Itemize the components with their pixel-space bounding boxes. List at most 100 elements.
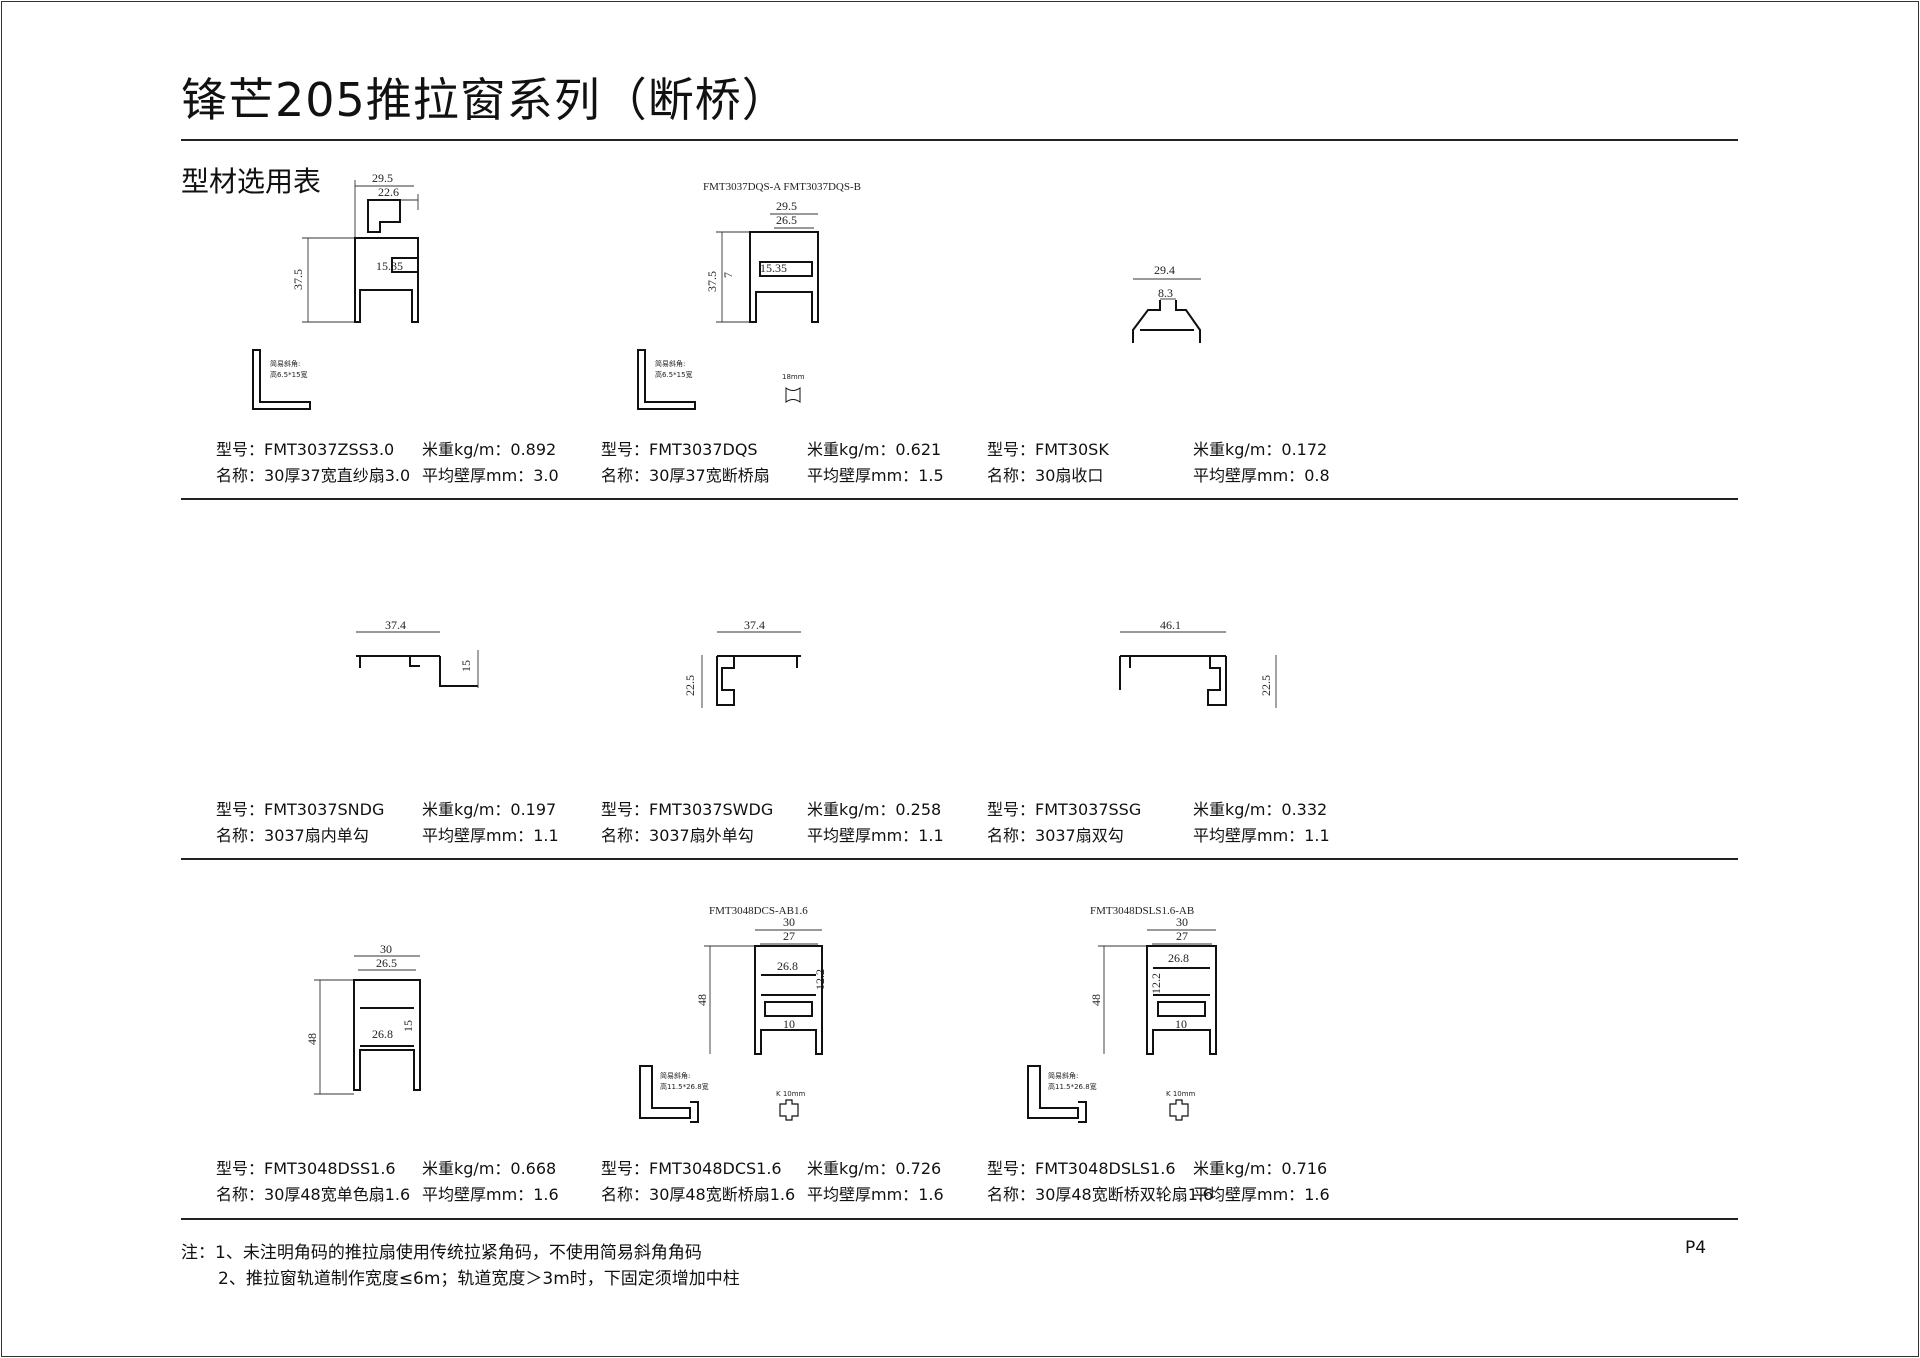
field-caption: 米重kg/m：	[1193, 800, 1282, 819]
field-value: 0.8	[1304, 466, 1330, 485]
dim-label: 30	[783, 915, 795, 929]
name-label: 名称：30厚37宽断桥扇	[601, 462, 770, 486]
dim-label: 15.35	[760, 261, 787, 275]
field-caption: 名称：	[216, 1185, 265, 1204]
dim-label: 22.6	[378, 185, 399, 199]
name-label: 名称：30厚37宽直纱扇3.0	[216, 462, 410, 486]
dim-label: 29.5	[776, 199, 797, 213]
model-label: 型号：FMT3037SNDG	[216, 796, 384, 820]
field-value: 30厚48宽断桥双轮扇1.6	[1035, 1185, 1214, 1204]
dim-label: 12.2	[813, 969, 827, 990]
drawing-header: FMT3048DSLS1.6-AB	[1090, 905, 1194, 917]
field-value: 30厚37宽直纱扇3.0	[264, 466, 411, 485]
dim-label: 37.4	[385, 618, 406, 632]
dim-label: 37.5	[291, 269, 305, 290]
model-label: 型号：FMT3048DSS1.6	[216, 1155, 396, 1179]
field-value: 1.1	[1304, 826, 1330, 845]
corner-note: 高6.5*15宽	[655, 370, 693, 379]
thickness-label: 平均壁厚mm：1.1	[1193, 822, 1330, 846]
corner-note: 简易斜角:	[270, 359, 300, 368]
dim-label: 10	[1175, 1017, 1187, 1031]
field-value: 30厚37宽断桥扇	[649, 466, 770, 485]
profile-drawing-sk: 29.4 8.3	[1132, 263, 1201, 343]
thickness-label: 平均壁厚mm：1.1	[807, 822, 944, 846]
field-caption: 平均壁厚mm：	[422, 1185, 534, 1204]
field-caption: 米重kg/m：	[807, 1159, 896, 1178]
field-caption: 名称：	[987, 466, 1036, 485]
field-value: 0.332	[1281, 800, 1328, 819]
field-value: 0.258	[895, 800, 942, 819]
field-caption: 型号：	[987, 440, 1036, 459]
name-label: 名称：3037扇双勾	[987, 822, 1124, 846]
corner-note: 简易斜角:	[1048, 1071, 1078, 1080]
weight-label: 米重kg/m：0.258	[807, 796, 941, 820]
thickness-label: 平均壁厚mm：1.6	[422, 1181, 559, 1205]
field-value: 1.1	[918, 826, 944, 845]
name-label: 名称：30厚48宽断桥双轮扇1.6	[987, 1181, 1213, 1205]
field-caption: 名称：	[216, 826, 265, 845]
field-value: 1.1	[533, 826, 559, 845]
thickness-label: 平均壁厚mm：1.6	[1193, 1181, 1330, 1205]
field-value: FMT3037SNDG	[264, 800, 385, 819]
dim-label: 10	[783, 1017, 795, 1031]
field-value: FMT3037SWDG	[649, 800, 774, 819]
dim-label: 26.8	[1168, 951, 1189, 965]
thickness-label: 平均壁厚mm：3.0	[422, 462, 559, 486]
dim-label: 8.3	[1158, 286, 1173, 300]
field-value: 0.668	[510, 1159, 557, 1178]
dim-label: 15.35	[376, 259, 403, 273]
profile-drawing-dsls: FMT3048DSLS1.6-AB 30 27 48 26.8 12.2 10 …	[1027, 905, 1217, 1123]
field-caption: 平均壁厚mm：	[1193, 826, 1305, 845]
thickness-label: 平均壁厚mm：0.8	[1193, 462, 1330, 486]
strip-note: K 10mm	[1166, 1090, 1196, 1098]
dim-label: 48	[695, 994, 709, 1006]
corner-note: 高11.5*26.8宽	[660, 1082, 709, 1091]
field-caption: 型号：	[216, 440, 265, 459]
field-value: FMT3048DSS1.6	[264, 1159, 396, 1178]
thickness-label: 平均壁厚mm：1.6	[807, 1181, 944, 1205]
name-label: 名称：30扇收口	[987, 462, 1103, 486]
field-caption: 米重kg/m：	[1193, 1159, 1282, 1178]
field-value: 3037扇双勾	[1035, 826, 1124, 845]
weight-label: 米重kg/m：0.668	[422, 1155, 556, 1179]
note-1: 注：1、未注明角码的推拉扇使用传统拉紧角码，不使用简易斜角角码	[181, 1243, 702, 1263]
page-number: P4	[1685, 1238, 1707, 1258]
field-caption: 米重kg/m：	[422, 1159, 511, 1178]
corner-note: 高11.5*26.8宽	[1048, 1082, 1097, 1091]
name-label: 名称：3037扇内单勾	[216, 822, 369, 846]
profile-drawing-zss: 29.5 22.6 37.5 15.35 简易斜角: 高6.5*15宽	[252, 171, 419, 410]
field-caption: 平均壁厚mm：	[807, 466, 919, 485]
strip-icon	[779, 1099, 799, 1121]
name-label: 名称：30厚48宽单色扇1.6	[216, 1181, 410, 1205]
corner-note: 高6.5*15宽	[270, 370, 308, 379]
model-label: 型号：FMT3037DQS	[601, 436, 758, 460]
model-label: 型号：FMT3037SWDG	[601, 796, 773, 820]
profile-drawing-ssg: 46.1 22.5	[1119, 618, 1277, 708]
field-caption: 型号：	[216, 1159, 265, 1178]
field-value: 3037扇外单勾	[649, 826, 754, 845]
thickness-label: 平均壁厚mm：1.5	[807, 462, 944, 486]
profile-drawing-sndg: 37.4 15	[356, 618, 479, 688]
profile-drawing-dcs: FMT3048DCS-AB1.6 30 27 48 26.8 12.2 10 简…	[639, 905, 827, 1123]
title-divider	[181, 139, 1738, 141]
field-caption: 平均壁厚mm：	[1193, 1185, 1305, 1204]
model-label: 型号：FMT3037SSG	[987, 796, 1141, 820]
dim-label: 48	[1089, 994, 1103, 1006]
field-caption: 型号：	[987, 800, 1036, 819]
row-divider	[181, 498, 1738, 500]
strip-note: 18mm	[782, 373, 805, 381]
dim-label: 15	[459, 660, 473, 672]
drawing-header: FMT3048DCS-AB1.6	[709, 905, 808, 917]
model-label: 型号：FMT30SK	[987, 436, 1109, 460]
field-value: 1.5	[918, 466, 944, 485]
weight-label: 米重kg/m：0.621	[807, 436, 941, 460]
field-caption: 平均壁厚mm：	[807, 1185, 919, 1204]
dim-label: 22.5	[683, 675, 697, 696]
model-label: 型号：FMT3048DCS1.6	[601, 1155, 782, 1179]
dim-label: 46.1	[1160, 618, 1181, 632]
dim-label: 37.4	[744, 618, 765, 632]
field-caption: 名称：	[987, 826, 1036, 845]
thickness-label: 平均壁厚mm：1.1	[422, 822, 559, 846]
field-value: 0.621	[895, 440, 942, 459]
dim-label: 27	[783, 929, 795, 943]
